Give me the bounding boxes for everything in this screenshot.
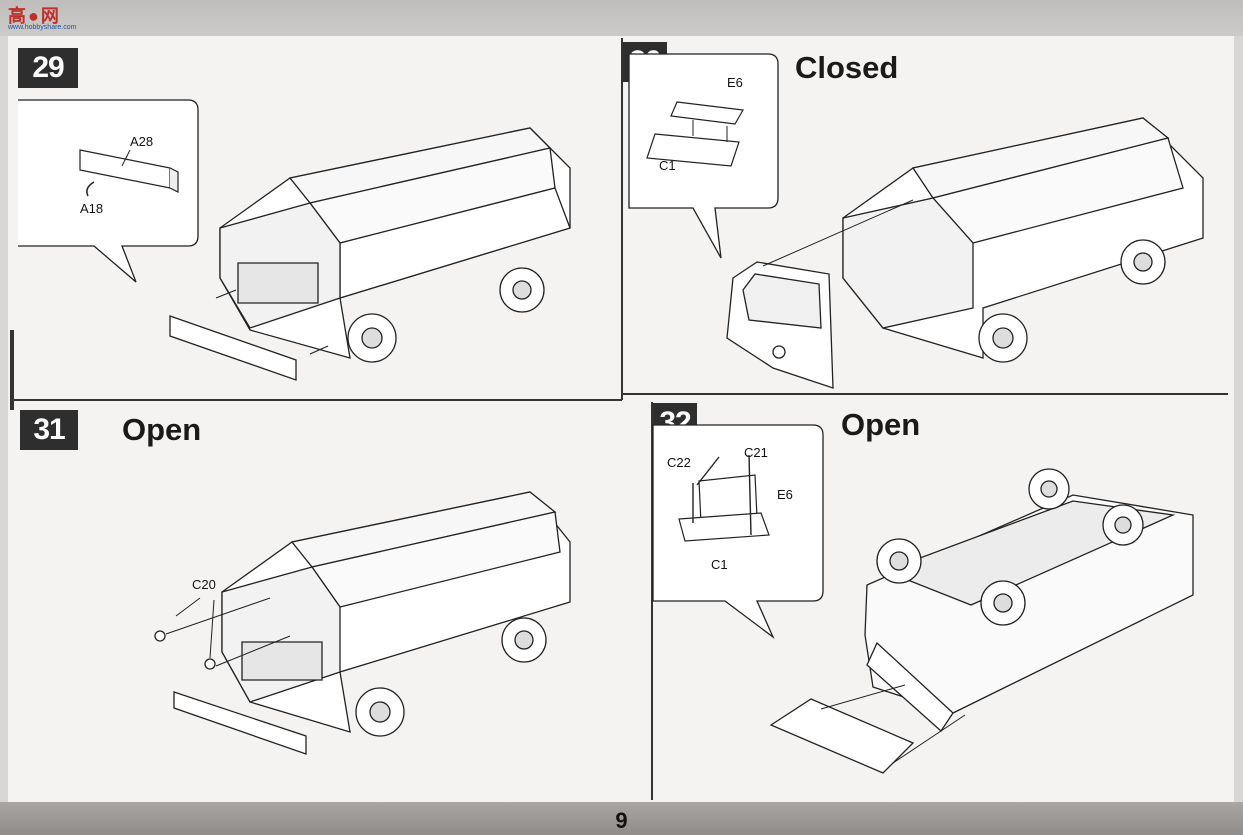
part-label-c1: C1: [659, 158, 676, 173]
part-label-e6: E6: [727, 75, 743, 90]
part-label-c22: C22: [667, 455, 691, 470]
step-31-panel: 31 Open C20: [10, 402, 651, 800]
step-31-badge: 31: [20, 410, 78, 450]
step-29-illustration: [18, 38, 621, 399]
top-scan-border: [0, 0, 1243, 36]
watermark-logo: 高●网 www.hobbyshare.com: [6, 2, 76, 34]
step-32-panel: 32 Open C22 C21 E6 C1: [653, 395, 1228, 800]
step-30-panel: 30 Closed E6 C1: [623, 38, 1228, 393]
vertical-divider-bottom: [651, 402, 653, 800]
step-32-illustration: [653, 395, 1228, 800]
part-label-c21: C21: [744, 445, 768, 460]
page-number: 9: [615, 808, 628, 833]
logo-text: 高●网: [8, 6, 61, 26]
vertical-divider-top: [621, 38, 623, 400]
part-label-c1-32: C1: [711, 557, 728, 572]
logo-url: www.hobbyshare.com: [8, 24, 77, 31]
step-30-illustration: [623, 38, 1228, 393]
step-29-panel: 29 A28 A18: [10, 38, 621, 399]
horizontal-divider-left: [10, 399, 622, 401]
part-label-a28: A28: [130, 134, 154, 149]
step-32-title: Open: [841, 407, 921, 442]
horizontal-divider-right: [622, 393, 1228, 395]
part-label-e6-32: E6: [777, 487, 793, 502]
left-edge-mark: [10, 330, 14, 410]
step-31-title: Open: [122, 412, 202, 447]
bottom-scan-border: [0, 802, 1243, 835]
part-label-a18: A18: [80, 201, 104, 216]
part-label-c20: C20: [192, 577, 216, 592]
step-30-title: Closed: [795, 50, 899, 85]
step-31-illustration: [10, 402, 651, 800]
step-29-badge: 29: [18, 48, 78, 88]
